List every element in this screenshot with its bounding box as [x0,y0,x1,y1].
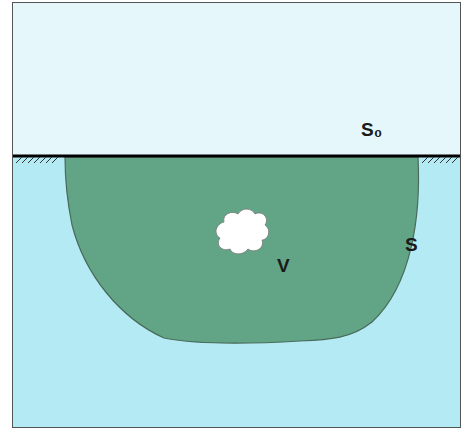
volume-cavity [216,209,269,254]
lower-medium [12,156,461,428]
region-label: S₀ [361,120,382,139]
upper-medium [12,2,461,156]
frame [13,3,461,428]
boundary-line [12,155,461,158]
surface-region [65,157,419,343]
region-label: S [405,235,418,254]
region-label: V [277,256,290,275]
hatching [16,157,458,163]
